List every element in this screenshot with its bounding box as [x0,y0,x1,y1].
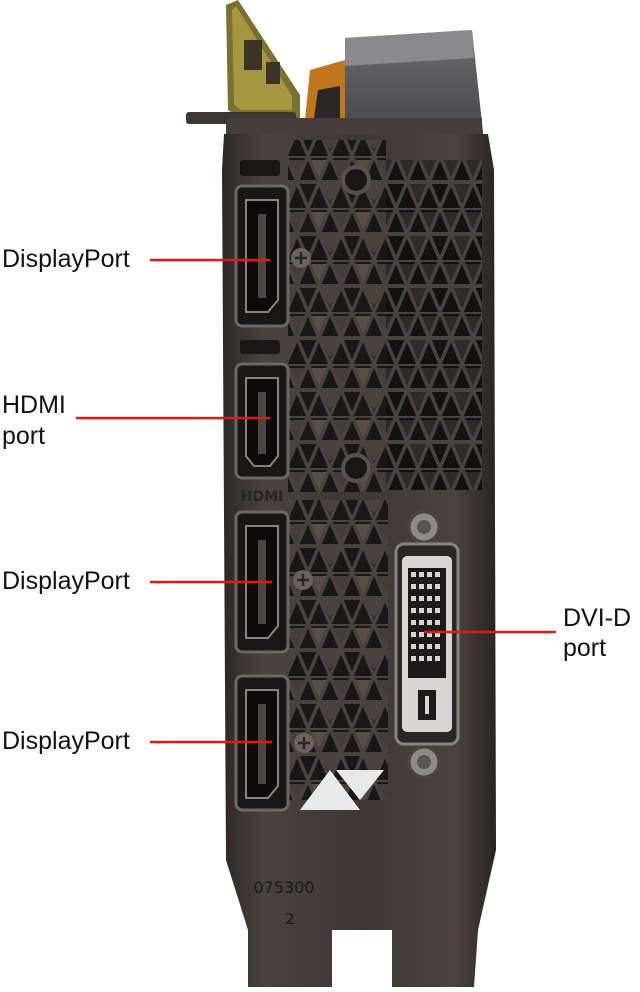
screw-holes [291,165,441,779]
displayport-connector-1 [234,184,290,328]
vent-slot [240,340,280,354]
leader-lines [76,258,556,744]
label-displayport-2: DisplayPort [2,567,130,595]
label-displayport-3: DisplayPort [2,727,130,755]
revision-engraving: 2 [285,910,295,928]
label-hdmi-line2: port [2,422,46,450]
label-displayport-1: DisplayPort [2,245,130,273]
dvi-d-connector [394,542,460,746]
hdmi-connector [234,362,290,480]
label-dvi-d-line2: port [563,634,607,662]
serial-engraving: 075300 [253,878,314,897]
pcb-board [226,0,300,118]
vent-grille [288,140,482,810]
hdmi-engraving: HDMI [241,489,283,505]
label-hdmi-line1: HDMI [2,391,66,419]
label-dvi-d-line1: DVI-D [563,604,632,632]
vent-slot [240,160,280,176]
